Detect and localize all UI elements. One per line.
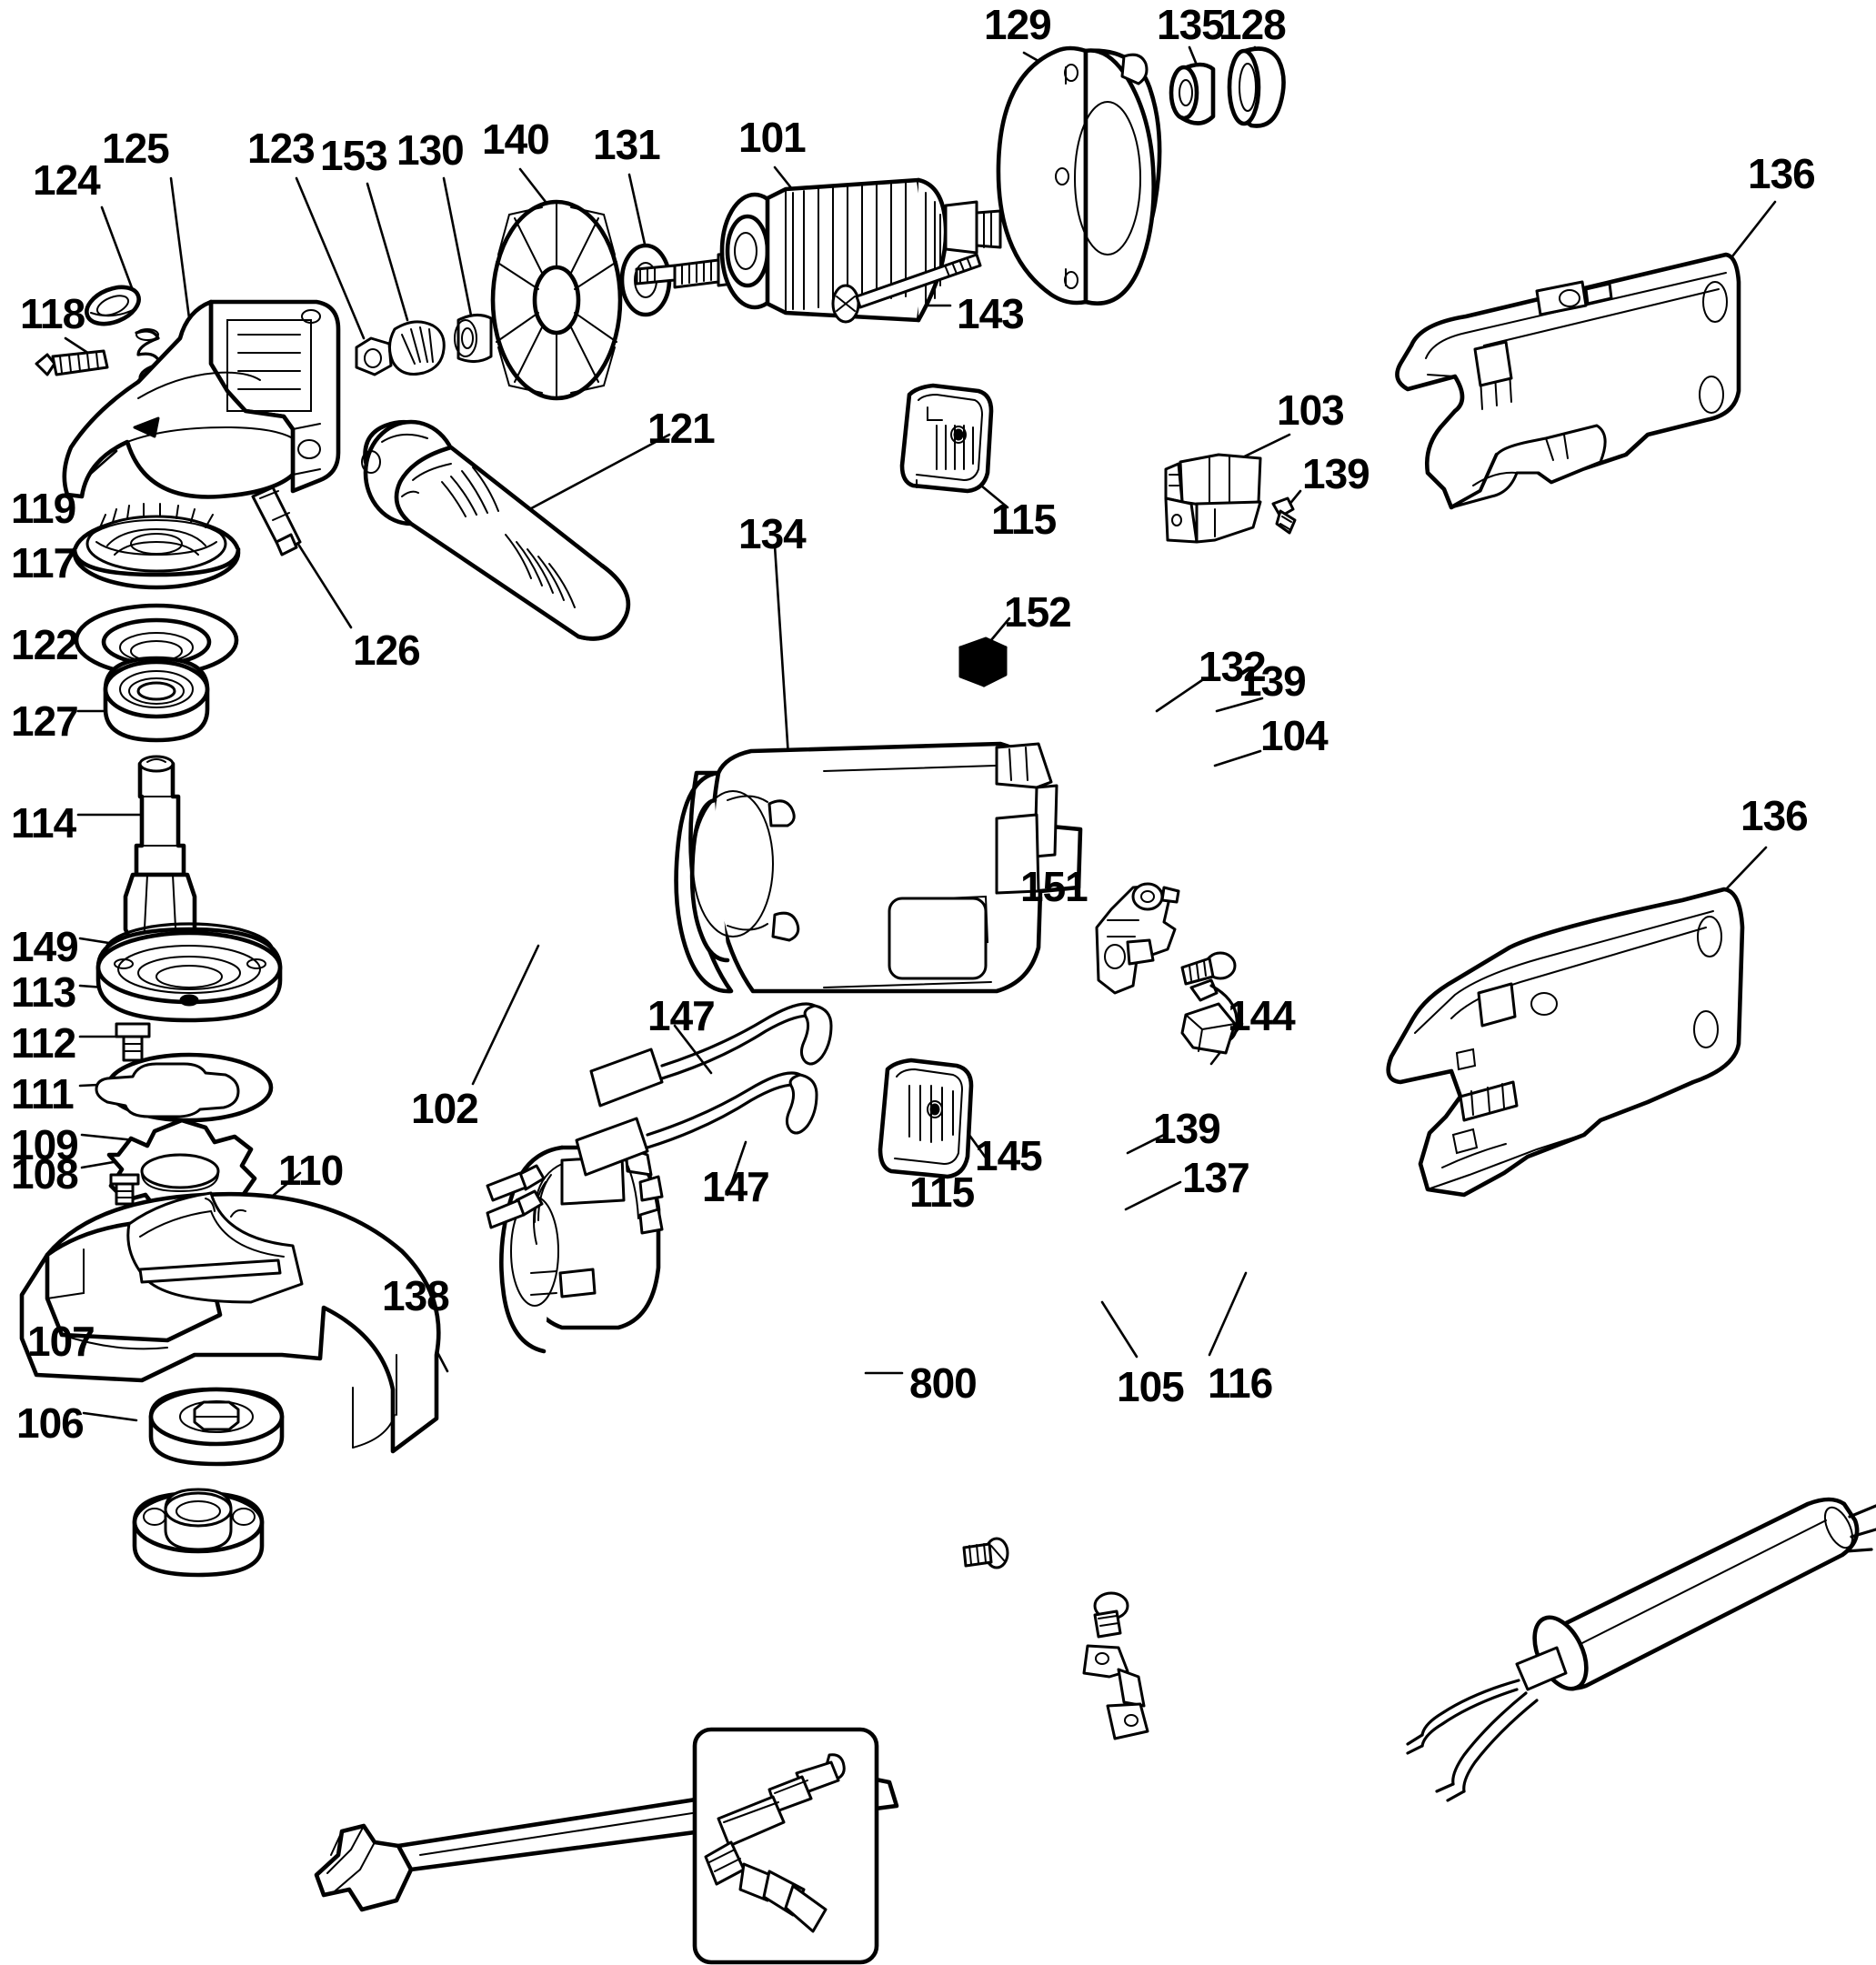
part-label-104: 104	[1260, 712, 1329, 759]
part-label-118: 118	[20, 290, 85, 337]
part-121-side-handle	[361, 419, 631, 641]
part-101-armature	[635, 177, 1002, 323]
part-label-153: 153	[320, 132, 388, 179]
part-label-145: 145	[975, 1132, 1043, 1179]
part-label-136-top: 136	[1748, 150, 1816, 197]
part-139-screw-c	[1093, 1591, 1129, 1639]
part-108-screw	[109, 1173, 140, 1206]
part-label-139-b: 139	[1239, 657, 1307, 705]
part-label-101: 101	[738, 114, 807, 161]
part-139-screw-a	[1271, 496, 1297, 535]
part-label-127: 127	[11, 697, 79, 745]
part-label-131: 131	[593, 121, 661, 168]
part-label-110: 110	[278, 1147, 344, 1194]
part-label-140: 140	[482, 115, 550, 163]
part-132-brush-holder	[1095, 882, 1180, 995]
part-112-screw	[115, 1022, 151, 1062]
part-label-138: 138	[382, 1272, 450, 1319]
part-label-117: 117	[11, 539, 76, 586]
part-123-nut	[355, 336, 393, 376]
part-126-dowel-pin	[251, 486, 302, 556]
part-143-long-screw	[831, 253, 982, 324]
part-label-121: 121	[647, 405, 716, 452]
part-115-cover-top	[899, 383, 994, 494]
part-label-115-bottom: 115	[909, 1168, 975, 1216]
part-label-147-a: 147	[647, 992, 716, 1039]
part-label-124: 124	[33, 156, 101, 204]
part-145-screw	[962, 1537, 1009, 1569]
part-113-bearing-plate	[95, 927, 283, 1023]
part-label-144: 144	[1228, 992, 1296, 1039]
part-label-132: 132	[1199, 643, 1267, 690]
part-135-rear-bearing	[1169, 62, 1216, 125]
part-label-143: 143	[957, 290, 1025, 337]
part-label-128: 128	[1219, 1, 1287, 48]
part-label-130: 130	[396, 126, 465, 174]
part-label-119: 119	[11, 485, 76, 532]
part-label-114: 114	[11, 799, 76, 847]
part-128-bearing-retainer	[1227, 46, 1286, 128]
part-label-149: 149	[11, 923, 79, 970]
part-119-gear-case	[62, 299, 341, 499]
part-107-clamp-nut	[148, 1387, 285, 1467]
part-137-cord-clamp	[1082, 1644, 1149, 1740]
part-117-bevel-gear	[72, 503, 241, 590]
part-label-113: 113	[11, 968, 76, 1016]
part-label-136-bottom: 136	[1741, 792, 1809, 839]
part-118-screw	[35, 349, 109, 376]
part-103-switch	[1164, 453, 1262, 544]
part-label-123: 123	[247, 125, 316, 172]
part-label-107: 107	[27, 1318, 95, 1365]
part-140-cooling-fan	[490, 199, 623, 401]
part-110-wheel-guard	[19, 1191, 441, 1454]
part-139-screw-b	[1180, 951, 1237, 986]
part-106-inner-flange	[132, 1488, 265, 1578]
part-104-brush-cap	[1180, 978, 1239, 1055]
part-136-handle-top	[1395, 252, 1741, 510]
part-label-137: 137	[1182, 1154, 1250, 1201]
part-111-retaining-ring	[95, 1052, 274, 1123]
part-label-139-c: 139	[1153, 1105, 1221, 1152]
part-label-125: 125	[102, 125, 170, 172]
part-label-126: 126	[353, 627, 421, 674]
part-label-108: 108	[11, 1150, 79, 1198]
part-124-lock-button	[85, 285, 141, 326]
part-label-102: 102	[411, 1085, 479, 1132]
part-label-103: 103	[1277, 386, 1345, 434]
part-label-134: 134	[738, 510, 807, 557]
part-134-motor-housing	[674, 741, 1083, 994]
part-label-800: 800	[909, 1359, 978, 1407]
part-label-147-b: 147	[702, 1163, 770, 1210]
part-label-111: 111	[11, 1070, 75, 1118]
part-147-brush-lead-b	[575, 1071, 818, 1177]
part-130-bearing-sleeve	[454, 314, 493, 363]
part-122-gear-washer	[74, 603, 239, 677]
part-label-122: 122	[11, 621, 79, 668]
part-label-109: 109	[11, 1121, 79, 1168]
part-151-nameplate	[888, 897, 988, 980]
part-105-cord-grommet	[1406, 1646, 1568, 1802]
part-label-135: 135	[1157, 1, 1225, 48]
part-127-spindle-bearing	[103, 656, 210, 743]
part-label-115-top: 115	[991, 496, 1057, 543]
part-147-brush-lead-a	[589, 1002, 833, 1108]
part-label-151: 151	[1020, 863, 1088, 910]
part-label-105: 105	[1117, 1363, 1185, 1410]
part-label-139-a: 139	[1302, 450, 1370, 497]
part-800-accessory-inset	[692, 1727, 879, 1965]
part-129-baffle	[996, 45, 1162, 306]
part-136-handle-bottom	[1386, 887, 1745, 1198]
part-102-field-stator	[486, 1145, 664, 1354]
part-label-129: 129	[984, 1, 1052, 48]
part-115-cover-bottom	[878, 1058, 974, 1179]
part-label-112: 112	[11, 1019, 76, 1067]
part-152-capacitor	[958, 637, 1008, 687]
part-116-power-cord	[1532, 1497, 1876, 1691]
part-153-pinion-gear	[388, 320, 446, 376]
part-label-116: 116	[1208, 1359, 1273, 1407]
part-label-152: 152	[1004, 588, 1072, 636]
part-label-106: 106	[16, 1399, 85, 1447]
